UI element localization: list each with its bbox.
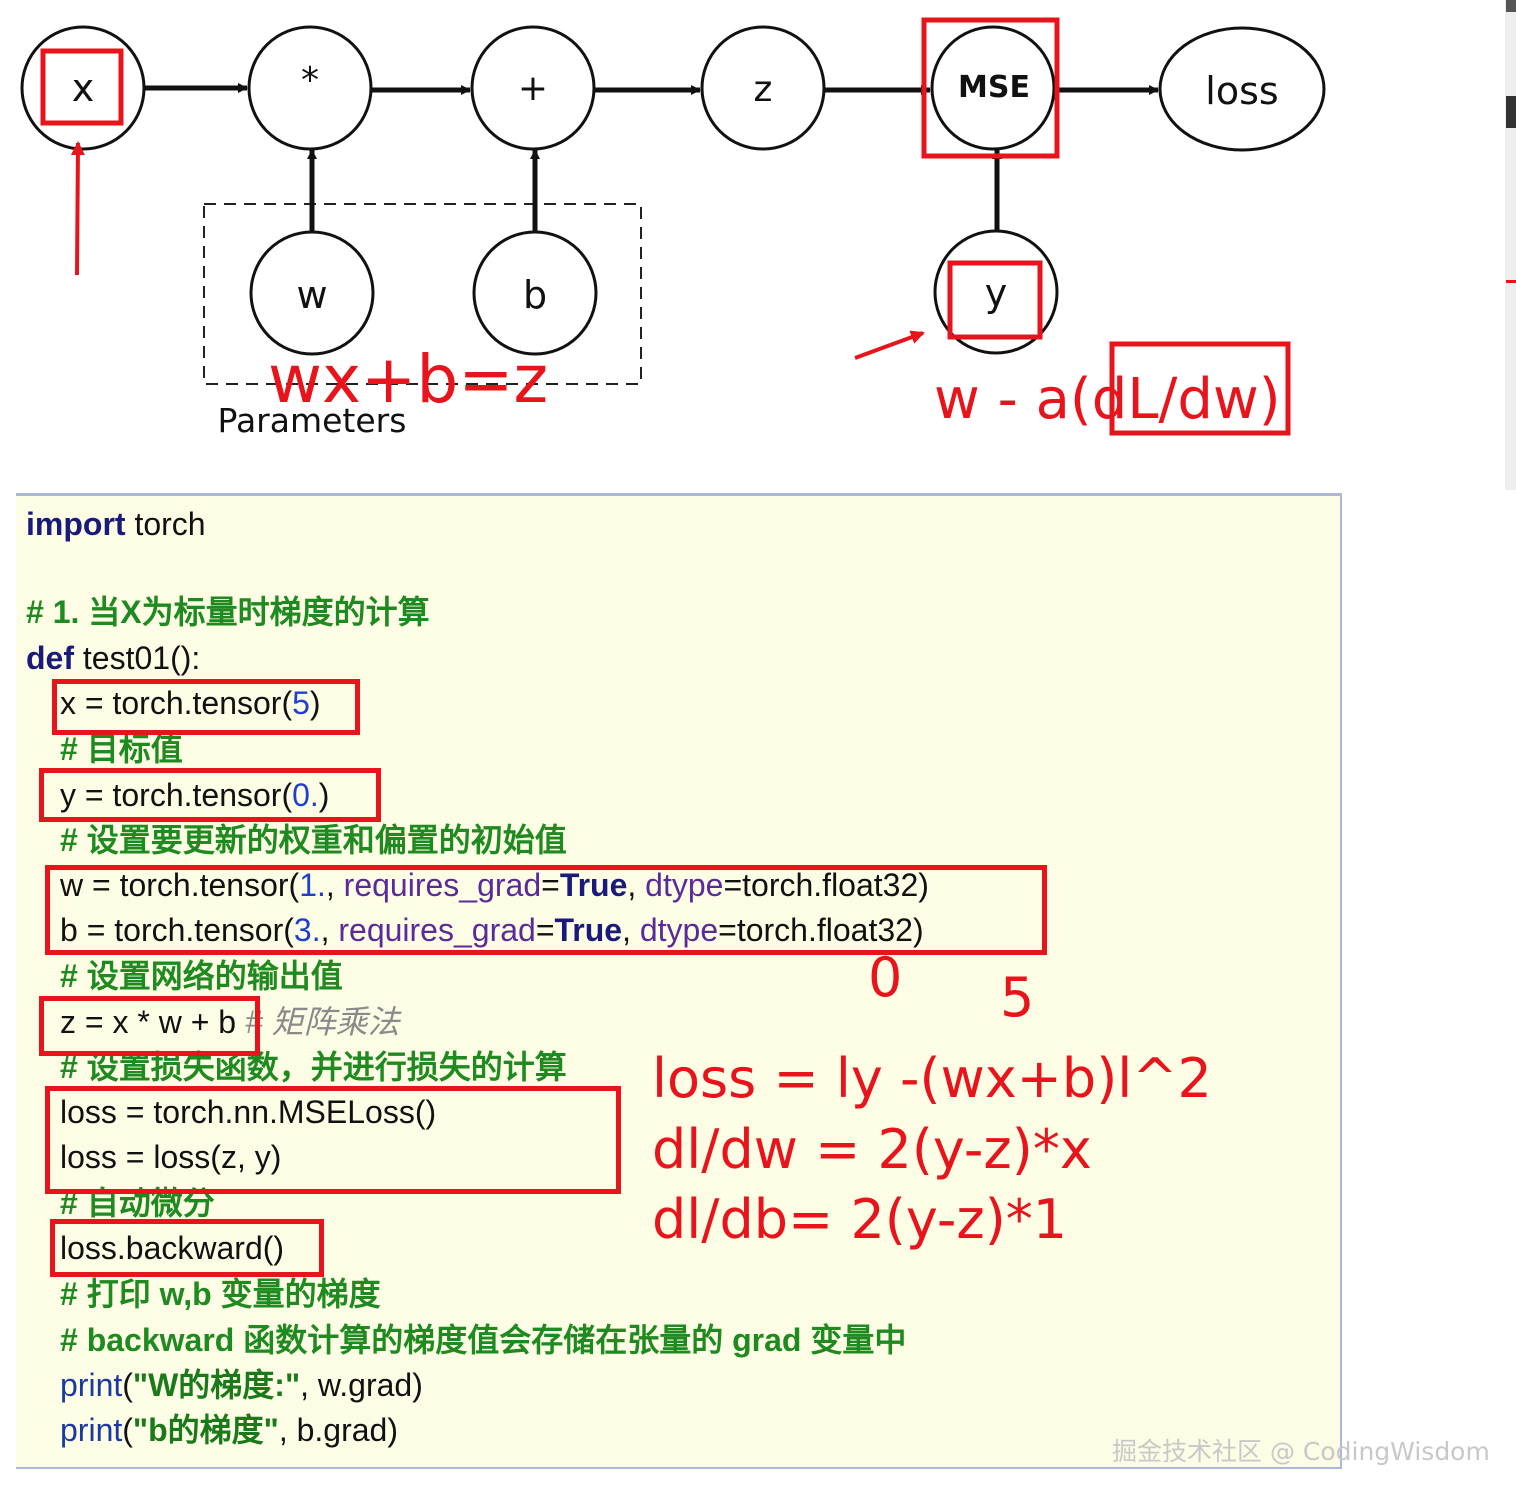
highlight-mse [921, 17, 1060, 159]
highlight-y [947, 260, 1043, 340]
highlight-code-loss [45, 1086, 621, 1194]
node-y-label: y [985, 271, 1008, 315]
highlight-code-wb [45, 865, 1047, 955]
code-line-b: b = torch.tensor(3., requires_grad=True,… [60, 912, 924, 948]
code-line-def: def test01(): [26, 640, 201, 676]
watermark: 掘金技术社区 @ CodingWisdom [1112, 1437, 1490, 1466]
code-panel: import torch # 1. 当X为标量时梯度的计算 def test01… [16, 493, 1342, 1469]
highlight-code-z [39, 996, 260, 1056]
formula-z: wx+b=z [268, 341, 548, 418]
highlight-code-y [39, 768, 381, 822]
update-rule-prefix: w - a( [934, 367, 1092, 432]
code-line-import: import torch [26, 506, 206, 542]
node-loss-label: loss [1205, 69, 1278, 113]
code-comment-print: # 打印 w,b 变量的梯度 [60, 1276, 381, 1312]
code-comment-init: # 设置要更新的权重和偏置的初始值 [60, 822, 567, 858]
node-z: z [700, 25, 826, 151]
highlight-code-x [52, 679, 360, 735]
node-add-label: + [518, 68, 548, 109]
node-b-label: b [523, 273, 547, 317]
code-line-print-w: print("W的梯度:", w.grad) [60, 1367, 423, 1403]
node-multiply: * [247, 25, 373, 151]
code-comment-section: # 1. 当X为标量时梯度的计算 [26, 594, 430, 630]
highlight-dl-dw [1109, 341, 1291, 436]
code-line-loss2: loss = loss(z, y) [60, 1139, 282, 1175]
computation-graph: x * + z MSE loss w b y Parameters [20, 17, 1326, 440]
annotation-five: 5 [1000, 966, 1035, 1029]
code-comment-backward: # backward 函数计算的梯度值会存储在张量的 grad 变量中 [60, 1322, 907, 1358]
parameters-label: Parameters [218, 401, 407, 440]
code-line-x: x = torch.tensor(5) [60, 685, 321, 721]
update-rule-suffix: ) [1259, 367, 1281, 432]
code-line-print-b: print("b的梯度", b.grad) [60, 1412, 398, 1448]
annotation-zero: 0 [868, 946, 903, 1009]
red-arrow-x [70, 141, 85, 276]
code-line-w: w = torch.tensor(1., requires_grad=True,… [60, 867, 929, 903]
update-rule-grad: dL/dw [1092, 367, 1259, 432]
node-add: + [470, 25, 596, 151]
code-line-loss1: loss = torch.nn.MSELoss() [60, 1094, 437, 1130]
code-line-y: y = torch.tensor(0.) [60, 777, 330, 813]
code-comment-output: # 设置网络的输出值 [60, 958, 343, 994]
code-line-backward: loss.backward() [60, 1230, 285, 1266]
equation-dl-db: dl/db= 2(y-z)*1 [652, 1188, 1068, 1251]
node-z-label: z [754, 69, 773, 110]
node-b: b [472, 230, 598, 356]
equation-loss: loss = ly -(wx+b)l^2 [652, 1047, 1212, 1110]
node-w: w [249, 230, 375, 356]
node-w-label: w [296, 273, 327, 317]
highlight-code-backward [50, 1219, 324, 1277]
node-mse-label: MSE [958, 70, 1030, 105]
node-x: x [20, 25, 146, 151]
node-multiply-label: * [301, 60, 319, 101]
red-arrow-y [854, 330, 925, 360]
node-x-label: x [72, 66, 95, 110]
highlight-x [40, 48, 124, 126]
code-comment-target: # 目标值 [60, 731, 183, 767]
parameters-box [203, 203, 642, 385]
equation-dl-dw: dl/dw = 2(y-z)*x [652, 1118, 1092, 1181]
adjacent-window-edge [1505, 0, 1516, 490]
node-mse: MSE [930, 25, 1056, 151]
update-rule: w - a(dL/dw) [934, 367, 1281, 432]
node-loss: loss [1158, 26, 1326, 152]
